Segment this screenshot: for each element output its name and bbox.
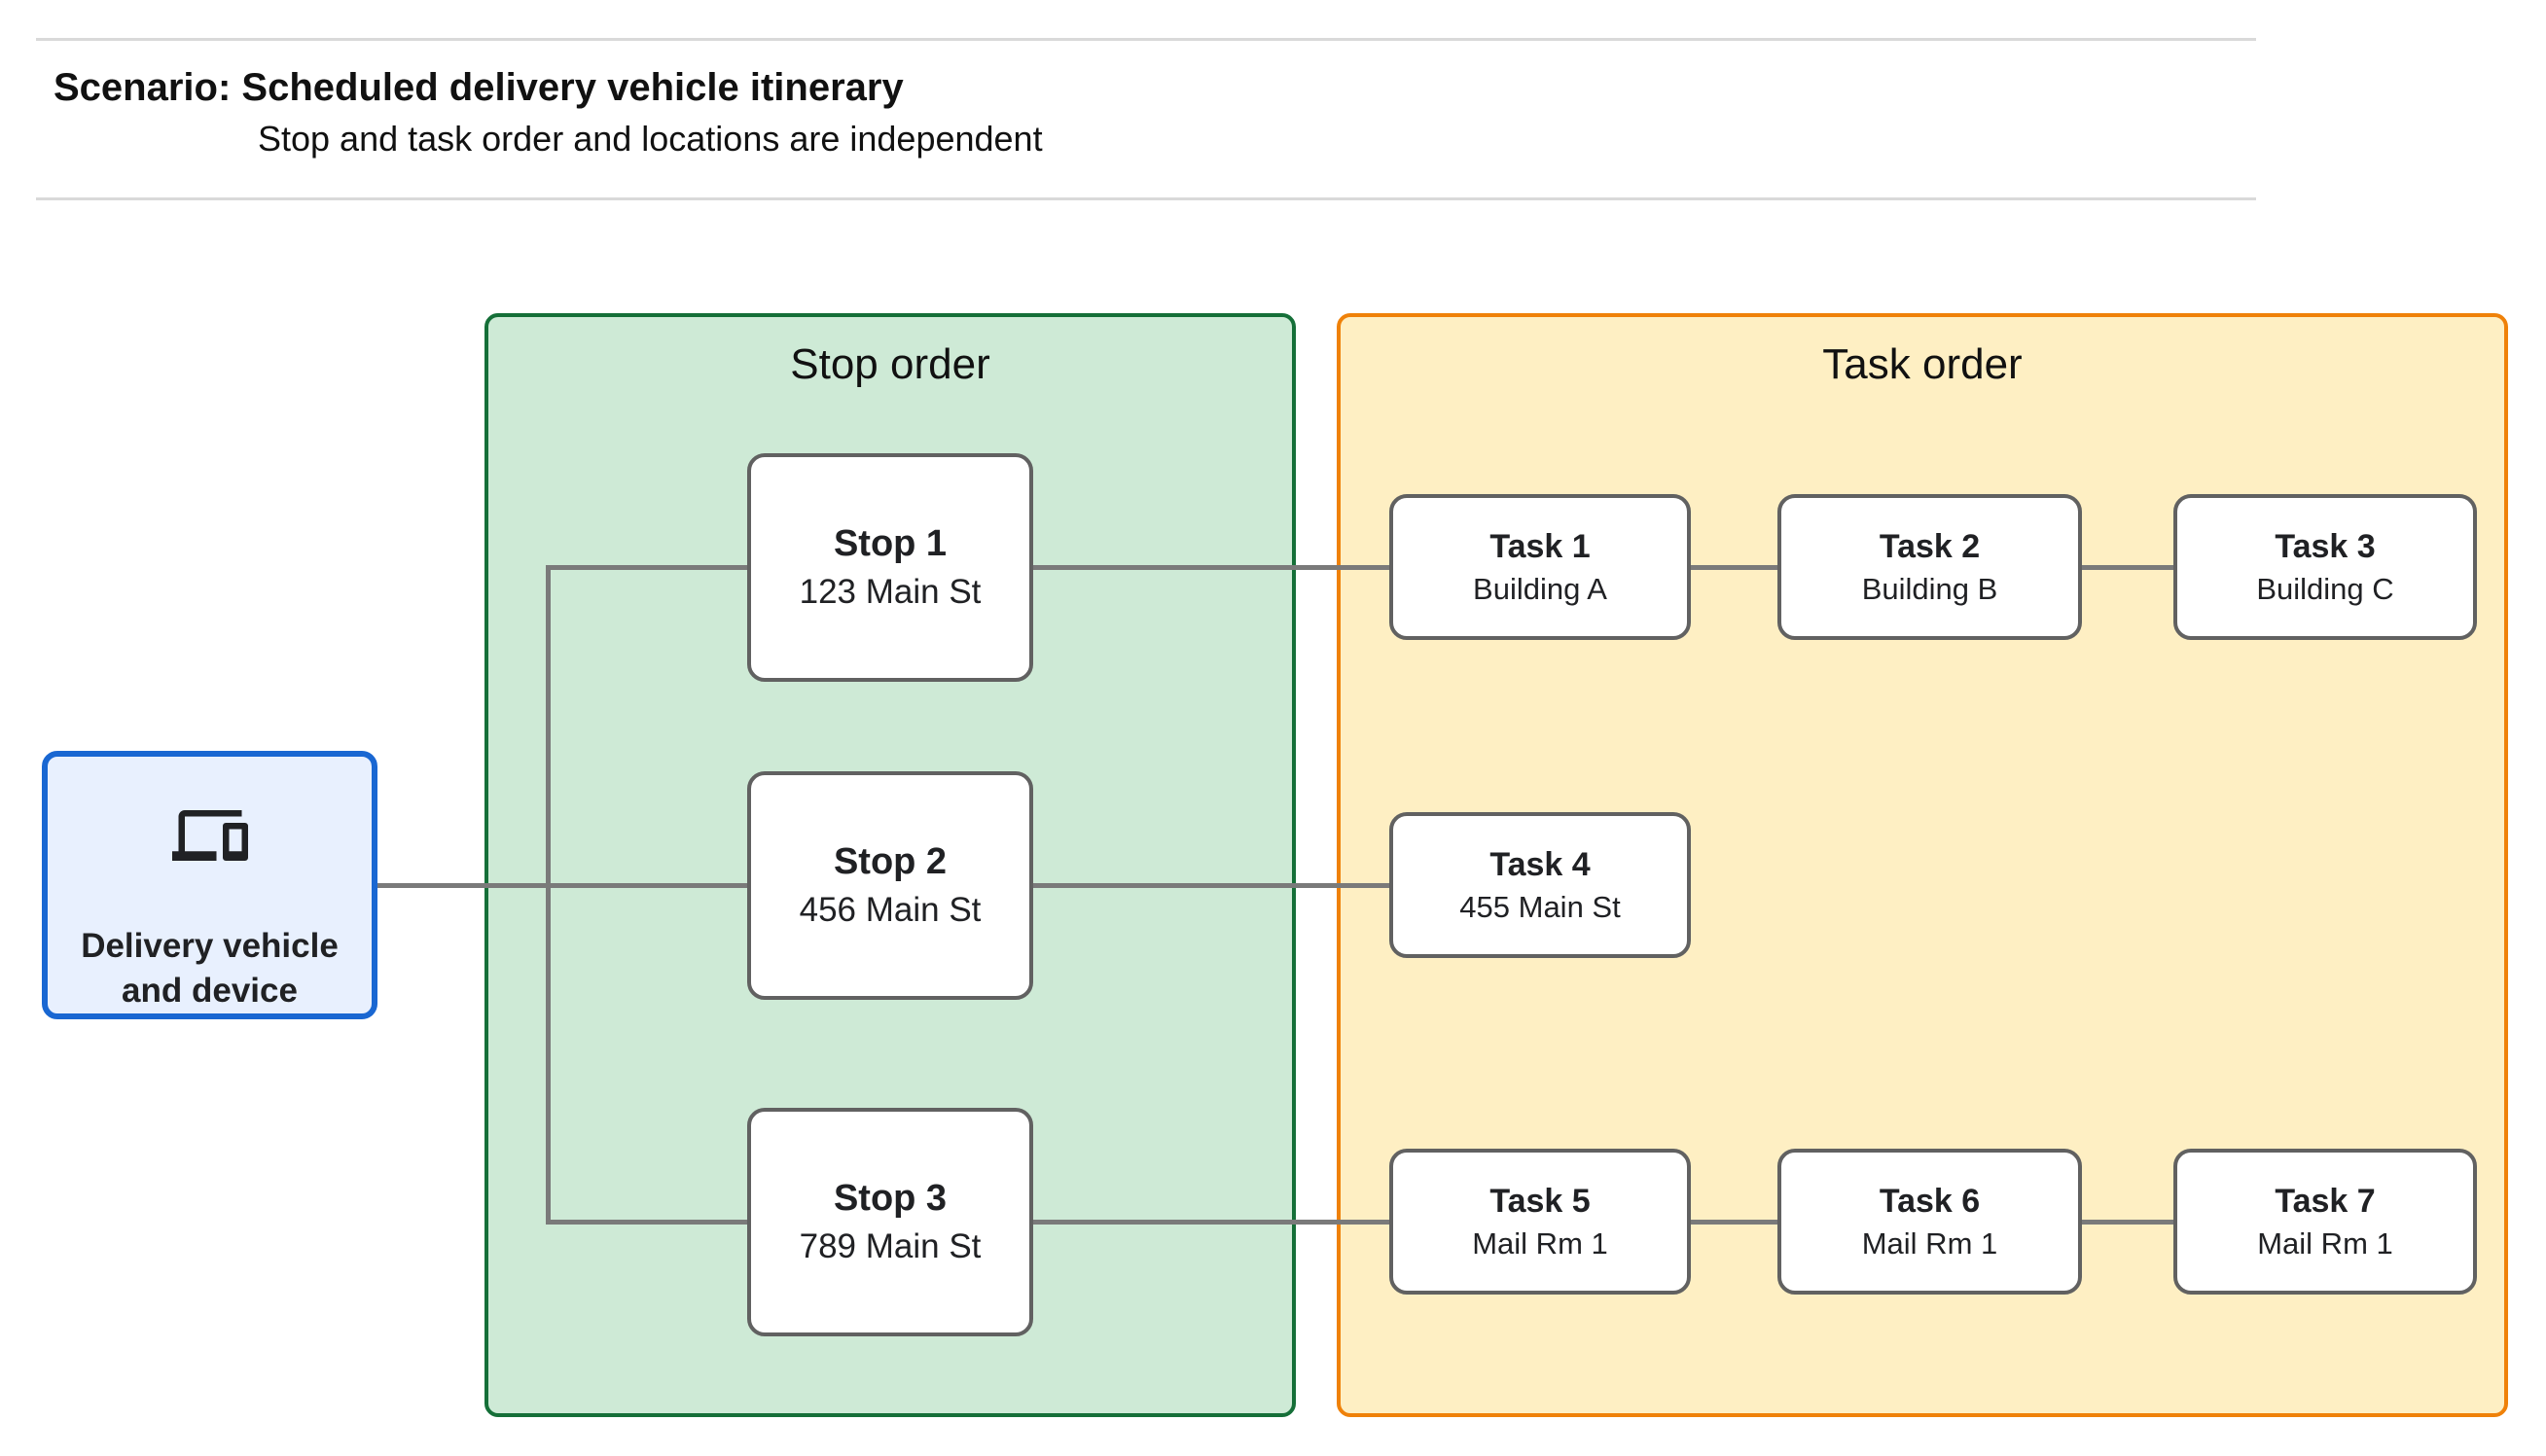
- connector-vehicle-to-stop2: [375, 883, 747, 888]
- task-3-title: Task 3: [2275, 527, 2376, 565]
- connector-task1-to-task2: [1689, 565, 1779, 570]
- stop-order-panel-title: Stop order: [790, 340, 990, 388]
- task-3-node: Task 3 Building C: [2173, 494, 2477, 640]
- task-4-title: Task 4: [1489, 845, 1591, 883]
- delivery-vehicle-label-line1: Delivery vehicle: [81, 927, 339, 965]
- connector-stop1-to-task1: [1031, 565, 1389, 570]
- task-2-subtitle: Building B: [1861, 571, 1998, 606]
- stop-3-subtitle: 789 Main St: [799, 1227, 982, 1265]
- task-4-subtitle: 455 Main St: [1459, 889, 1621, 924]
- connector-stop2-to-task4: [1031, 883, 1389, 888]
- connector-task2-to-task3: [2080, 565, 2175, 570]
- task-1-node: Task 1 Building A: [1389, 494, 1691, 640]
- connector-task5-to-task6: [1689, 1220, 1779, 1225]
- delivery-vehicle-node: Delivery vehicle and device: [42, 751, 377, 1019]
- connector-trunk-to-stop1: [546, 565, 747, 570]
- page-title: Scenario: Scheduled delivery vehicle iti…: [54, 66, 904, 109]
- task-6-node: Task 6 Mail Rm 1: [1777, 1149, 2082, 1295]
- task-5-title: Task 5: [1489, 1182, 1591, 1220]
- task-order-panel-title: Task order: [1822, 340, 2023, 388]
- connector-trunk-to-stop3: [546, 1220, 747, 1225]
- header-top-rule: [36, 38, 2256, 41]
- task-1-title: Task 1: [1489, 527, 1591, 565]
- connector-stop3-to-task5: [1031, 1220, 1389, 1225]
- stop-3-node: Stop 3 789 Main St: [747, 1108, 1033, 1336]
- stop-1-node: Stop 1 123 Main St: [747, 453, 1033, 682]
- page-subtitle: Stop and task order and locations are in…: [258, 119, 1043, 159]
- task-5-subtitle: Mail Rm 1: [1472, 1225, 1608, 1261]
- task-2-node: Task 2 Building B: [1777, 494, 2082, 640]
- task-4-node: Task 4 455 Main St: [1389, 812, 1691, 958]
- devices-icon: [48, 798, 372, 873]
- delivery-vehicle-label-line2: and device: [122, 972, 298, 1010]
- stop-2-subtitle: 456 Main St: [799, 891, 982, 929]
- stop-1-subtitle: 123 Main St: [799, 573, 982, 611]
- task-7-title: Task 7: [2275, 1182, 2376, 1220]
- stop-2-title: Stop 2: [833, 841, 948, 882]
- stop-3-title: Stop 3: [833, 1178, 948, 1219]
- task-7-node: Task 7 Mail Rm 1: [2173, 1149, 2477, 1295]
- stop-2-node: Stop 2 456 Main St: [747, 771, 1033, 1000]
- delivery-vehicle-label: Delivery vehicle and device: [48, 924, 372, 1013]
- task-7-subtitle: Mail Rm 1: [2257, 1225, 2393, 1261]
- task-5-node: Task 5 Mail Rm 1: [1389, 1149, 1691, 1295]
- connector-task6-to-task7: [2080, 1220, 2175, 1225]
- task-1-subtitle: Building A: [1473, 571, 1607, 606]
- connector-trunk: [546, 565, 551, 1225]
- task-6-subtitle: Mail Rm 1: [1861, 1225, 1998, 1261]
- task-3-subtitle: Building C: [2256, 571, 2394, 606]
- stop-1-title: Stop 1: [833, 523, 948, 564]
- header-bottom-rule: [36, 197, 2256, 200]
- task-6-title: Task 6: [1879, 1182, 1981, 1220]
- task-2-title: Task 2: [1879, 527, 1981, 565]
